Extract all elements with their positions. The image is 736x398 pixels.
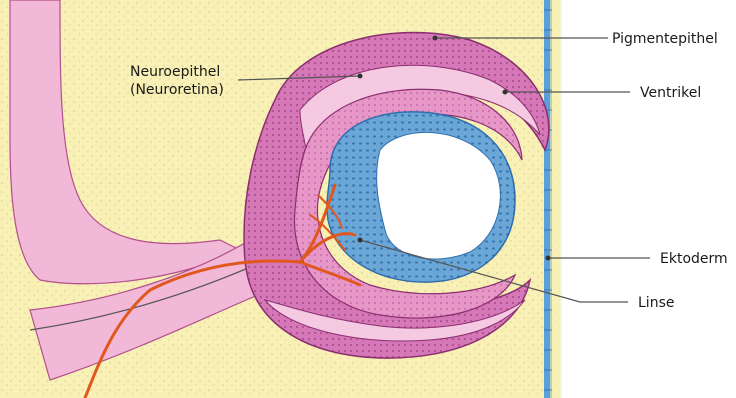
- label-neuroepithel: Neuroepithel: [130, 64, 220, 80]
- lens-vesicle-lumen: [377, 132, 501, 259]
- label-linse: Linse: [638, 295, 674, 311]
- label-ektoderm: Ektoderm: [660, 251, 728, 267]
- label-pigmentepithel: Pigmentepithel: [612, 31, 718, 47]
- label-neuroretina: (Neuroretina): [130, 82, 224, 98]
- label-ventrikel: Ventrikel: [640, 85, 701, 101]
